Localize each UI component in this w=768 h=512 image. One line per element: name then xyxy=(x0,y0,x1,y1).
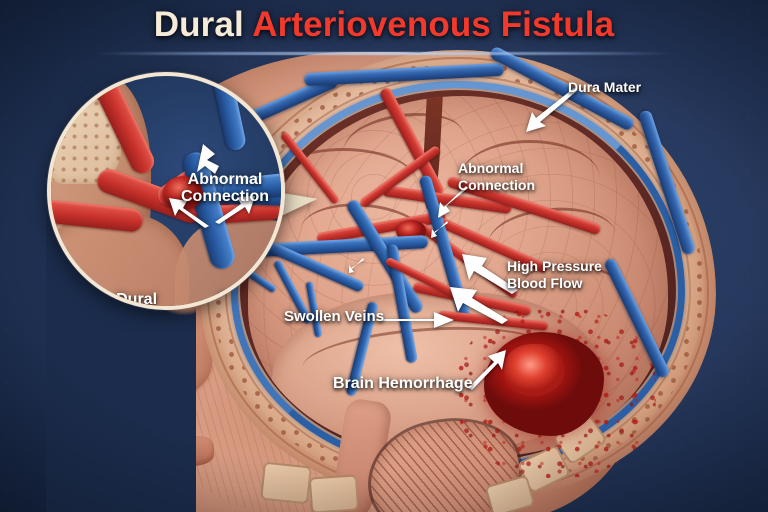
title-container: Dural Arteriovenous Fistula xyxy=(0,4,768,46)
inset-label-abnormal-connection: Abnormal Connection xyxy=(181,171,269,205)
arrow-high-pressure-1 xyxy=(462,254,518,294)
page-title: Dural Arteriovenous Fistula xyxy=(154,5,614,44)
inset-label-dural-vein: Dural Vein xyxy=(219,290,260,307)
inset-label-dural-artery: Dural Artery xyxy=(116,291,158,308)
label-swollen-veins: Swollen Veins xyxy=(284,308,385,325)
arrow-accessory-vein xyxy=(349,258,364,273)
arrow-swollen-veins xyxy=(376,312,454,328)
label-abnormal-connection: Abnormal Connection xyxy=(458,160,535,193)
title-part-red: Arteriovenous Fistula xyxy=(252,5,615,44)
magnified-fistula-inset: Abnormal Connection Dural Artery Dural V… xyxy=(47,72,285,310)
title-divider xyxy=(96,52,672,55)
arrow-dural-artery xyxy=(169,198,209,228)
arrow-dural-vein xyxy=(215,196,255,224)
arrow-high-pressure-2 xyxy=(450,287,508,324)
arrow-accessory-fistula xyxy=(431,221,448,238)
arrow-abnormal-connection-inset xyxy=(197,144,219,174)
label-dura-mater: Dura Mater xyxy=(568,79,642,95)
title-part-white: Dural xyxy=(153,5,253,44)
label-high-pressure-blood-flow: High Pressure Blood Flow xyxy=(507,258,602,291)
arrow-brain-hemorrhage xyxy=(468,350,506,390)
arrow-abnormal-connection-main xyxy=(438,186,468,218)
arrow-dura-mater xyxy=(526,88,578,132)
label-brain-hemorrhage: Brain Hemorrhage xyxy=(333,375,473,392)
